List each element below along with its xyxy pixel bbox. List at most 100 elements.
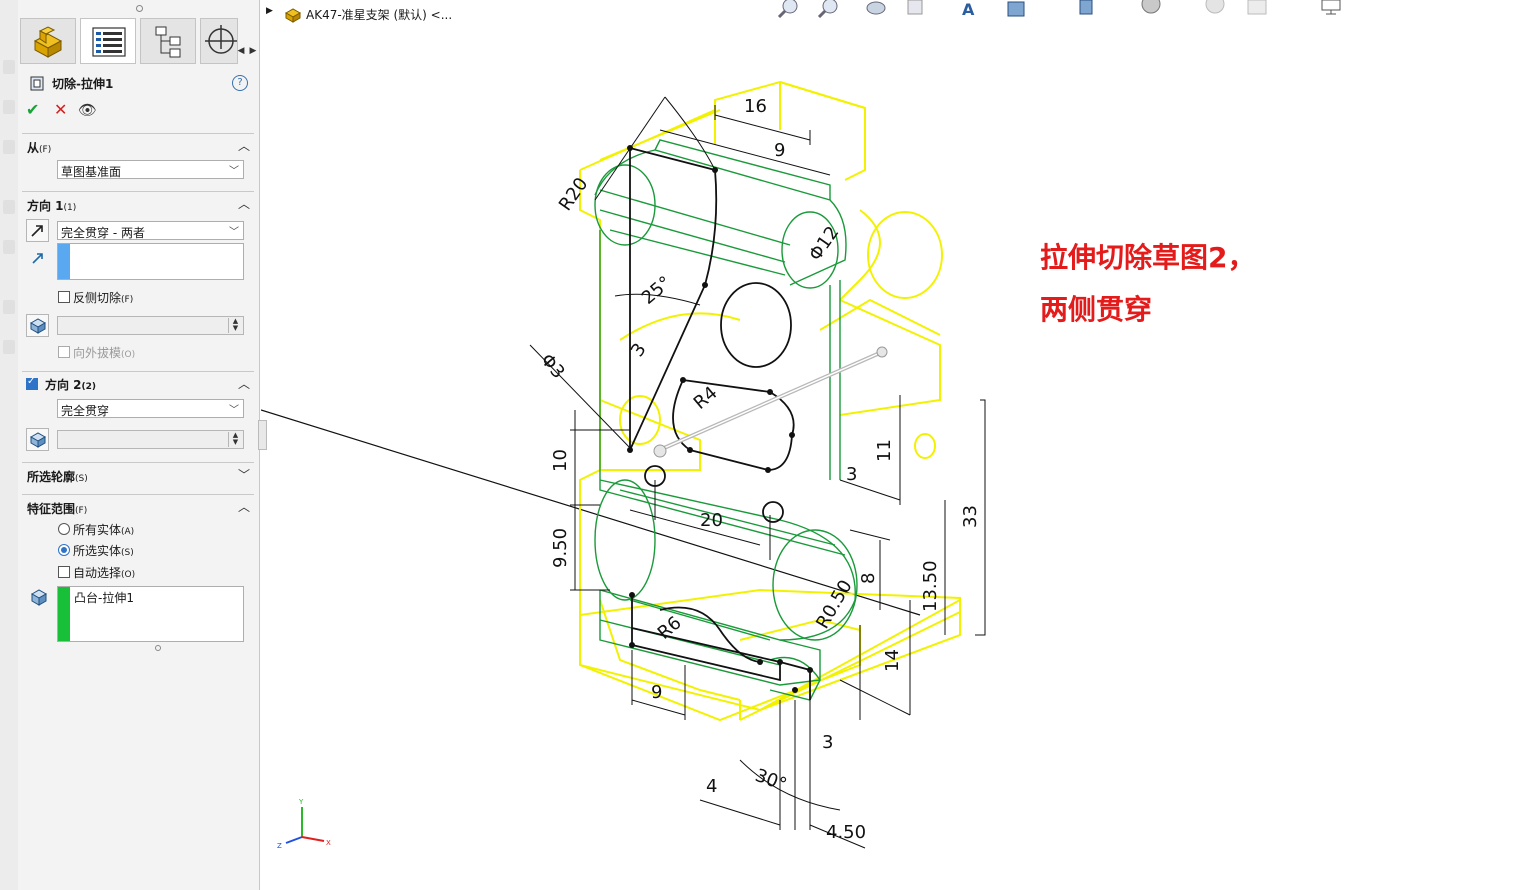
draft-angle-spinbox[interactable]: ▲▼ bbox=[57, 316, 244, 335]
direction2-checkbox[interactable]: 方向 2(2) bbox=[25, 376, 115, 392]
section-from-header[interactable]: 从(F) ︿ bbox=[22, 133, 254, 155]
ghost-icon bbox=[3, 60, 15, 74]
configuration-manager-icon bbox=[155, 26, 181, 58]
from-hotkey: (F) bbox=[39, 145, 52, 155]
draft-on-off-button[interactable] bbox=[26, 314, 49, 337]
selected-bodies-radio[interactable]: 所选实体(S) bbox=[57, 542, 237, 558]
all-bodies-hotkey: (A) bbox=[121, 527, 135, 537]
monitor-icon[interactable] bbox=[1318, 0, 1344, 18]
direction-vector-icon bbox=[32, 253, 43, 264]
section-feature-scope-header[interactable]: 特征范围(F) ︿ bbox=[22, 494, 254, 516]
chevron-down-icon[interactable]: ﹀ bbox=[229, 405, 239, 416]
selection-color-bar bbox=[58, 587, 70, 641]
spin-arrows-icon[interactable]: ▲▼ bbox=[228, 318, 242, 333]
zoom-to-fit-icon[interactable] bbox=[776, 0, 802, 18]
dim-33: 33 bbox=[960, 505, 981, 528]
spin-arrows-icon[interactable]: ▲▼ bbox=[228, 432, 242, 447]
chevron-down-icon[interactable]: ﹀ bbox=[229, 166, 239, 177]
tab-configuration-manager[interactable] bbox=[140, 18, 196, 64]
display-style-icon[interactable] bbox=[1004, 0, 1030, 18]
chevron-up-icon[interactable]: ︿ bbox=[237, 500, 250, 514]
tab-dimxpert-manager[interactable] bbox=[200, 18, 238, 64]
selected-contours-text: 所选轮廓 bbox=[27, 470, 76, 484]
chevron-up-icon[interactable]: ︿ bbox=[237, 377, 250, 391]
property-manager-icon bbox=[92, 27, 126, 57]
section-selected-contours-header[interactable]: 所选轮廓(S) ﹀ bbox=[22, 462, 254, 485]
feature-name: 切除-拉伸1 bbox=[52, 77, 114, 91]
direction1-end-condition-select[interactable]: 完全贯穿 - 两者 ﹀ bbox=[57, 221, 244, 240]
scene-icon[interactable] bbox=[1202, 0, 1228, 18]
bodies-to-affect-list[interactable]: 凸台-拉伸1 bbox=[57, 586, 244, 642]
tab-scroll-left-icon[interactable]: ◀ bbox=[237, 46, 245, 56]
section-direction2-header[interactable]: 方向 2(2) ︿ bbox=[22, 371, 254, 392]
all-bodies-radio[interactable]: 所有实体(A) bbox=[57, 521, 237, 537]
auto-select-text: 自动选择 bbox=[73, 566, 122, 580]
z-axis bbox=[285, 836, 303, 844]
section-direction1-header[interactable]: 方向 1(1) ︿ bbox=[22, 191, 254, 213]
chevron-down-icon[interactable]: ﹀ bbox=[229, 227, 239, 238]
direction2-end-condition-select[interactable]: 完全贯穿 ﹀ bbox=[57, 399, 244, 418]
cancel-x-icon[interactable]: ✕ bbox=[54, 100, 68, 119]
direction2-draft-button[interactable] bbox=[26, 428, 49, 451]
manager-tabs: ◀ ▶ bbox=[20, 18, 258, 66]
previous-view-icon[interactable] bbox=[864, 0, 890, 18]
chevron-up-icon[interactable]: ︿ bbox=[237, 139, 250, 153]
draft-outward-label: 向外拔模(O) bbox=[73, 344, 135, 361]
expand-caret-icon[interactable]: ▶ bbox=[266, 6, 273, 16]
x-axis-label: X bbox=[326, 839, 331, 847]
help-icon[interactable]: ? bbox=[232, 75, 248, 91]
flip-side-cut-label: 反侧切除(F) bbox=[73, 289, 133, 306]
graphics-viewport[interactable]: 16 9 R20 Φ12 25° 3 Φ3 R4 10 11 3 33 20 9… bbox=[261, 0, 1514, 890]
dim-9-bottom: 9 bbox=[651, 682, 662, 703]
direction1-end-condition-value: 完全贯穿 - 两者 bbox=[61, 226, 145, 240]
preview-eye-icon[interactable]: 👁 bbox=[78, 101, 98, 119]
chevron-up-icon[interactable]: ︿ bbox=[237, 197, 250, 211]
ok-check-icon[interactable]: ✔ bbox=[26, 100, 40, 119]
radio-circle[interactable] bbox=[58, 544, 70, 556]
view-orientation-icon[interactable]: A bbox=[958, 0, 984, 18]
tab-feature-manager[interactable] bbox=[20, 18, 76, 64]
reverse-direction-button[interactable] bbox=[26, 219, 49, 242]
checkbox-box[interactable] bbox=[58, 346, 70, 358]
panel-splitter-handle[interactable] bbox=[258, 420, 267, 450]
flip-side-cut-text: 反侧切除 bbox=[73, 291, 122, 305]
direction2-label: 方向 2(2) bbox=[45, 376, 96, 393]
from-select[interactable]: 草图基准面 ﹀ bbox=[57, 160, 244, 179]
dim-20: 20 bbox=[700, 510, 723, 531]
feature-scope-hotkey: (F) bbox=[75, 506, 88, 516]
flip-side-cut-checkbox[interactable]: 反侧切除(F) bbox=[57, 289, 237, 305]
dim-14: 14 bbox=[882, 649, 903, 672]
section-selected-contours-label: 所选轮廓(S) bbox=[27, 468, 88, 485]
tab-property-manager[interactable] bbox=[80, 18, 136, 64]
edit-appearance-icon[interactable] bbox=[1138, 0, 1164, 18]
direction2-draft-spinbox[interactable]: ▲▼ bbox=[57, 430, 244, 449]
panel-grip-handle[interactable] bbox=[136, 5, 143, 12]
auto-select-checkbox[interactable]: 自动选择(O) bbox=[57, 564, 237, 580]
chevron-down-icon[interactable]: ﹀ bbox=[237, 468, 250, 482]
ghost-icon bbox=[3, 300, 15, 314]
draft-icon bbox=[29, 318, 47, 334]
heads-up-view-toolbar: A bbox=[770, 0, 1341, 20]
checkbox-box[interactable] bbox=[58, 291, 70, 303]
view-settings-icon[interactable] bbox=[1244, 0, 1270, 18]
draft-icon bbox=[29, 432, 47, 448]
tab-scroll-right-icon[interactable]: ▶ bbox=[249, 46, 257, 56]
dim-30deg: 30° bbox=[752, 765, 789, 796]
hide-show-icon[interactable] bbox=[1074, 0, 1100, 18]
direction1-reference-list[interactable] bbox=[57, 243, 244, 280]
feature-tree-breadcrumb[interactable]: ▶ AK47-准星支架 (默认) <... bbox=[266, 5, 466, 23]
section-view-icon[interactable] bbox=[902, 0, 928, 18]
svg-text:A: A bbox=[962, 0, 975, 18]
checkbox-box[interactable] bbox=[26, 376, 38, 390]
direction-arrow-handle[interactable] bbox=[653, 346, 888, 458]
draft-outward-checkbox[interactable]: 向外拔模(O) bbox=[57, 344, 237, 360]
dim-4: 4 bbox=[706, 776, 717, 797]
list-resize-grip[interactable] bbox=[155, 645, 161, 651]
radio-circle[interactable] bbox=[58, 523, 70, 535]
direction2-end-condition-value: 完全贯穿 bbox=[61, 404, 110, 418]
list-item[interactable]: 凸台-拉伸1 bbox=[74, 591, 134, 605]
checkbox-box[interactable] bbox=[58, 566, 70, 578]
yellow-body-wireframe bbox=[579, 80, 961, 722]
ghost-icon bbox=[3, 140, 15, 154]
zoom-area-icon[interactable] bbox=[816, 0, 842, 18]
